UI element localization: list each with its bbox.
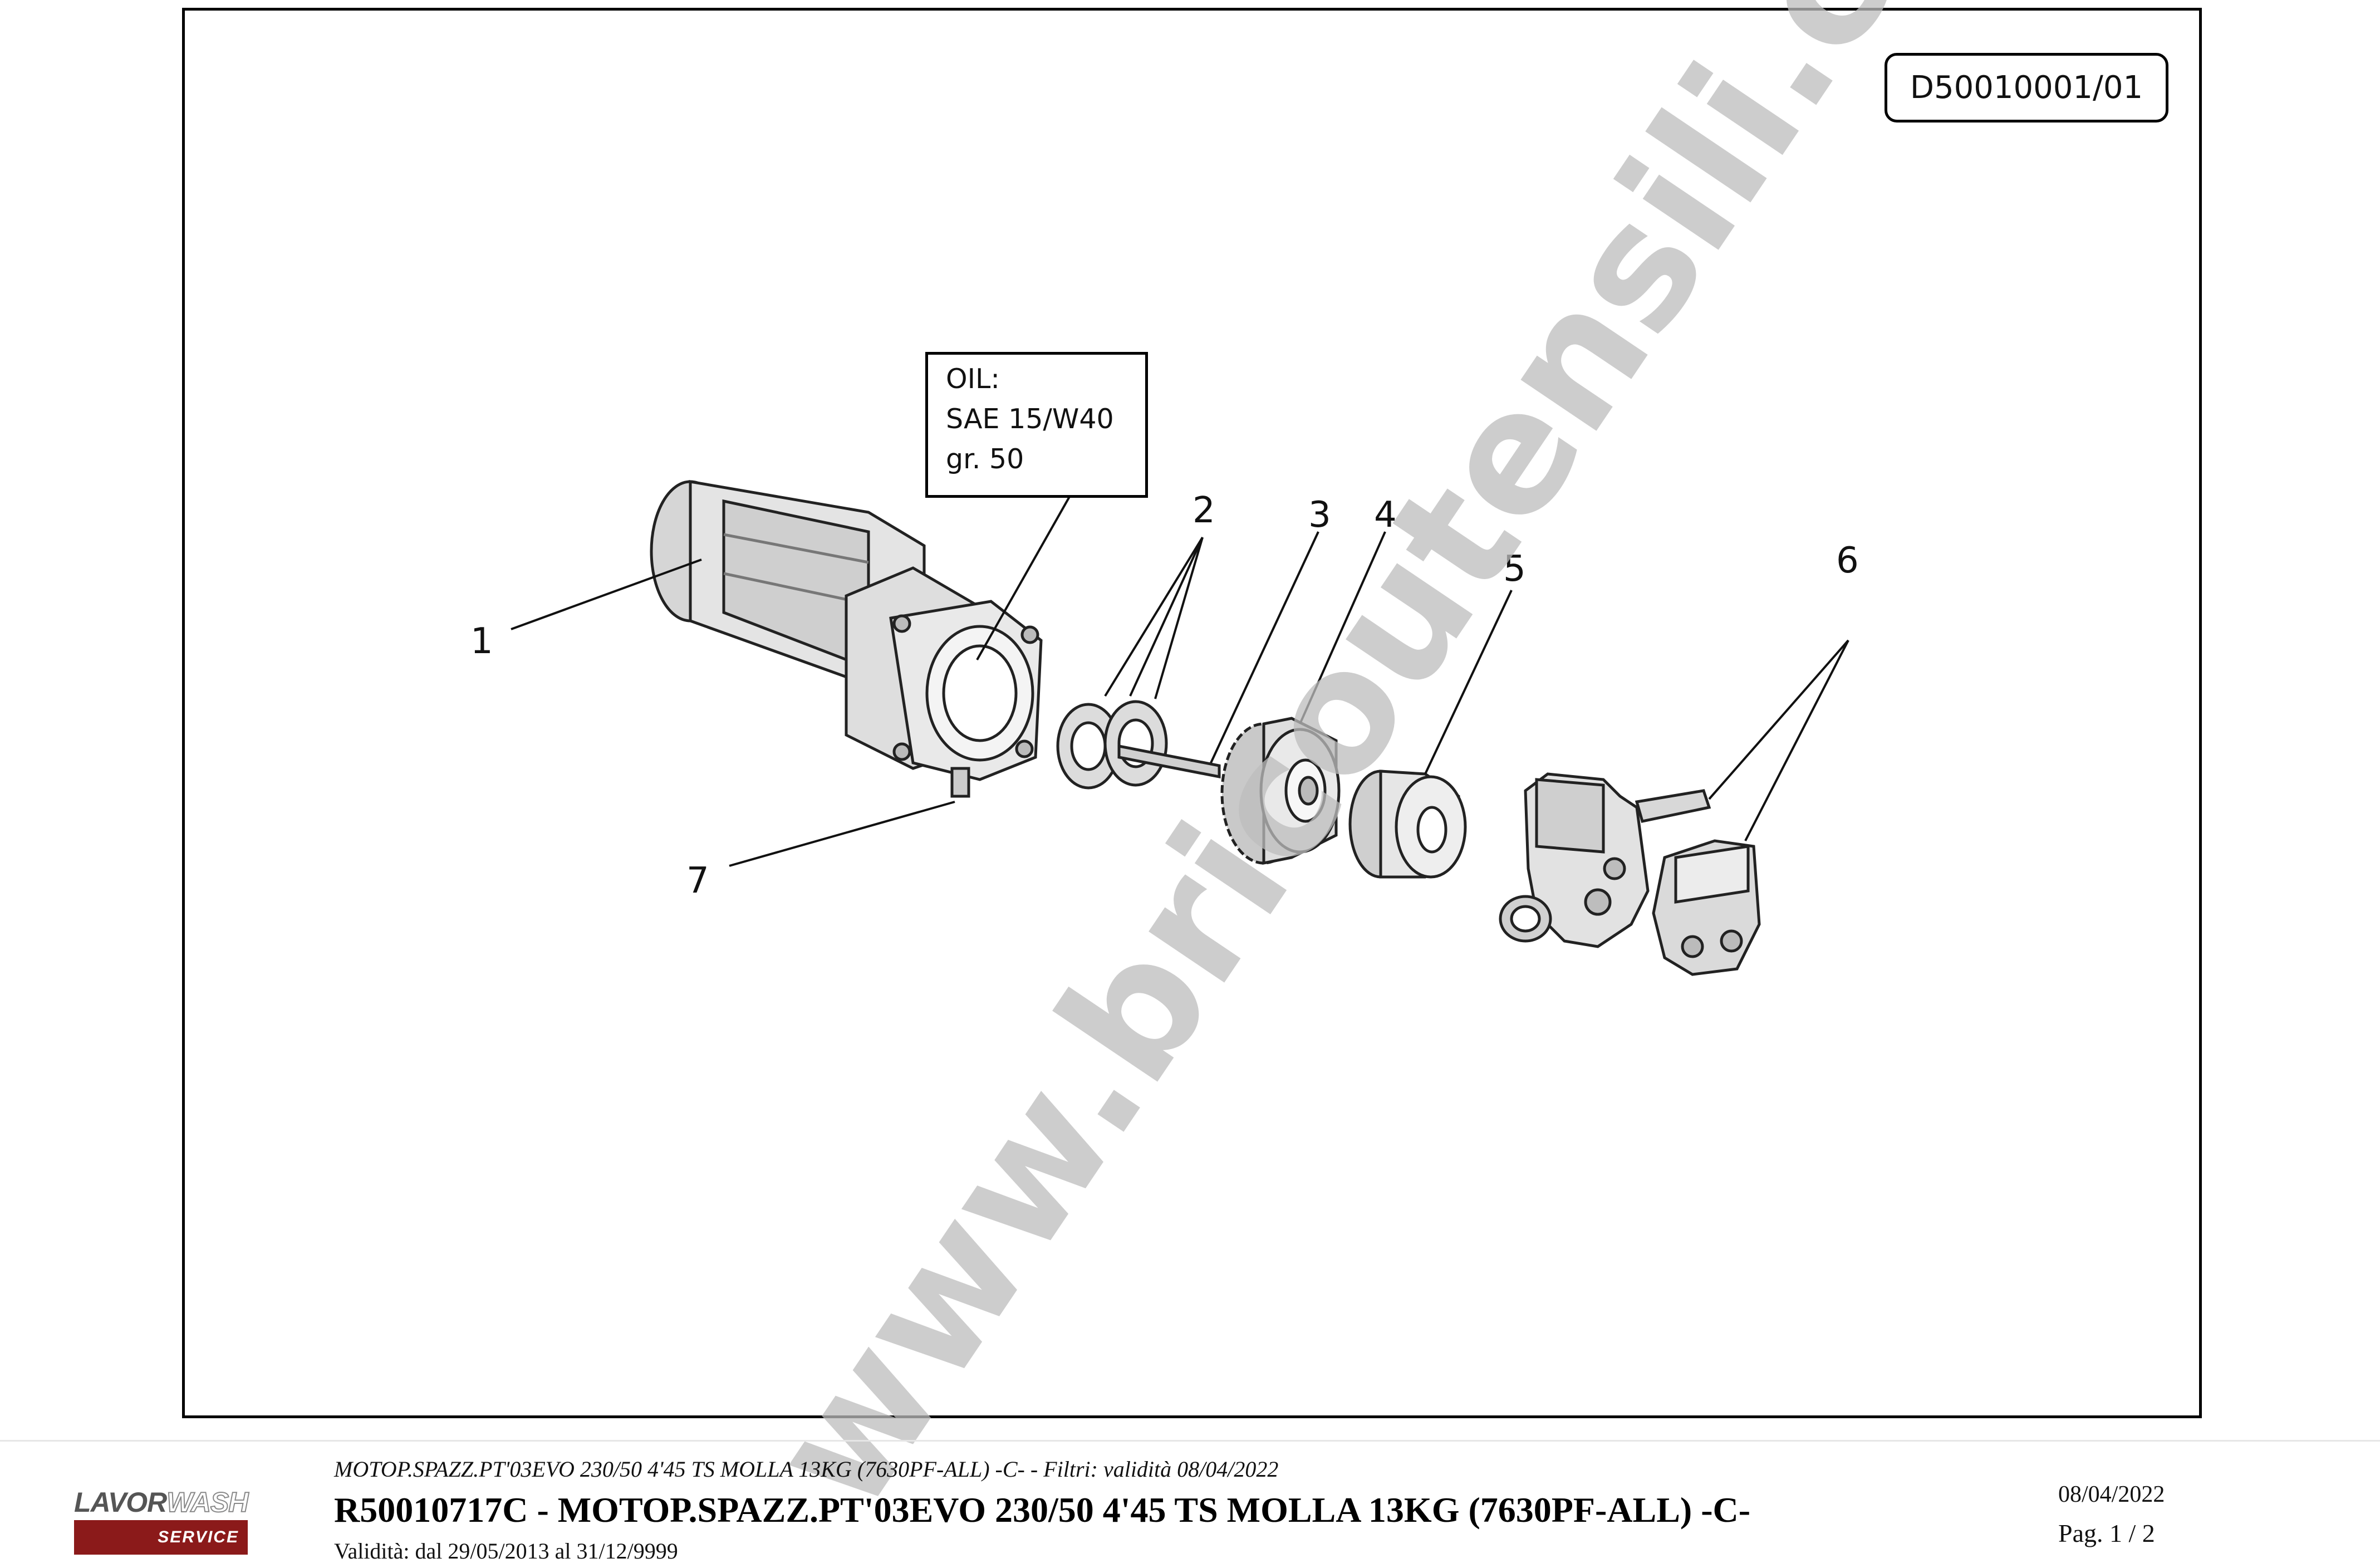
callout-2: 2 <box>1193 490 1215 531</box>
drawing-frame <box>182 8 2202 1418</box>
logo-brand-a: LAVOR <box>74 1487 167 1518</box>
part-bearings <box>1056 700 1168 790</box>
logo-tag: SERVICE <box>158 1528 239 1546</box>
callout-7: 7 <box>686 860 709 901</box>
footer-page-number: Pag. 1 / 2 <box>2058 1519 2155 1547</box>
footer-date: 08/04/2022 <box>2058 1482 2165 1507</box>
logo-brand-b: WASH <box>166 1486 249 1518</box>
oil-grade: SAE 15/W40 <box>946 403 1114 435</box>
footer-divider <box>0 1440 2380 1442</box>
footer-subtitle: MOTOP.SPAZZ.PT'03EVO 230/50 4'45 TS MOLL… <box>334 1457 1279 1482</box>
leader-lines <box>511 492 1849 867</box>
oil-quantity: gr. 50 <box>946 443 1024 475</box>
drawing-code: D50010001/01 <box>1885 53 2168 122</box>
part-pulley <box>1348 770 1467 879</box>
part-gear <box>1220 717 1341 865</box>
oil-spec-note: OIL: SAE 15/W40 gr. 50 <box>925 352 1148 498</box>
footer-title: R50010717C - MOTOP.SPAZZ.PT'03EVO 230/50… <box>334 1490 1751 1530</box>
part-shaft <box>1117 744 1221 779</box>
callout-6: 6 <box>1836 540 1859 581</box>
callout-4: 4 <box>1374 494 1397 536</box>
callout-3: 3 <box>1308 494 1331 536</box>
logo-service-bar: SERVICE <box>74 1520 248 1555</box>
drawing-code-text: D50010001/01 <box>1910 70 2143 106</box>
oil-label: OIL: <box>946 363 1000 395</box>
callout-1: 1 <box>470 621 493 662</box>
footer-validity: Validità: dal 29/05/2013 al 31/12/9999 <box>334 1538 678 1564</box>
part-motor <box>650 480 1043 798</box>
callout-5: 5 <box>1503 548 1526 590</box>
part-pump-head <box>1499 772 1761 976</box>
